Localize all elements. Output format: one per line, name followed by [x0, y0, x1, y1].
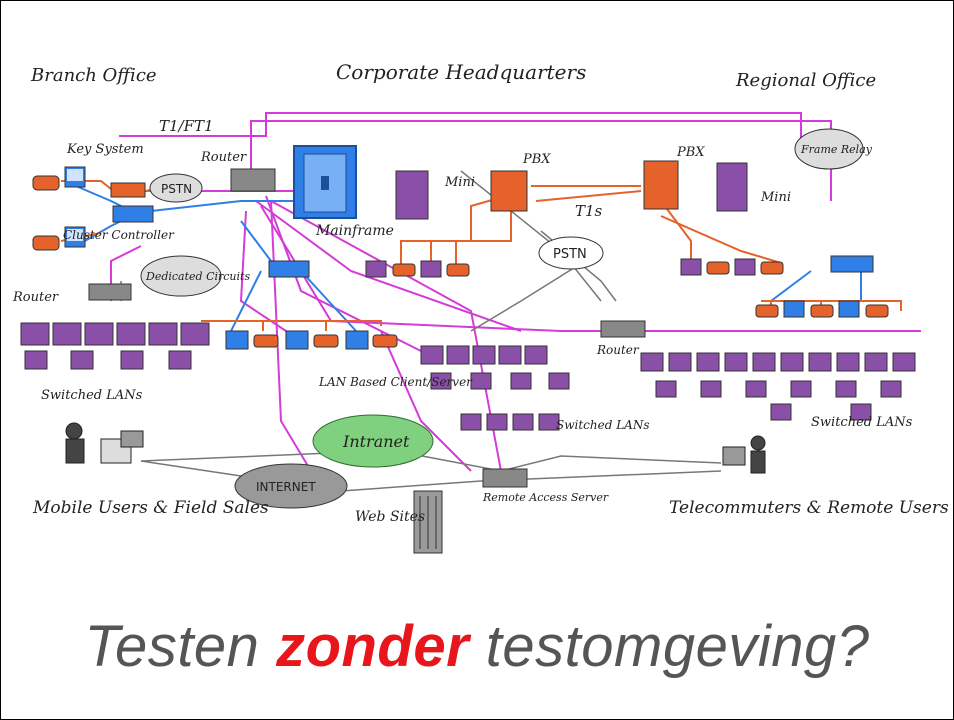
- cloud-dedicated-label: Dedicated Circuits: [145, 270, 250, 283]
- cloud-internet-label: INTERNET: [256, 480, 316, 494]
- header-branch-office: Branch Office: [30, 65, 157, 86]
- lan-hub: [268, 260, 310, 278]
- lan-client-server-devices: [225, 330, 398, 350]
- caption-after: testomgeving?: [469, 614, 870, 679]
- label-mini-regional: Mini: [760, 190, 791, 205]
- label-pbx-hq: PBX: [522, 152, 551, 167]
- router-branch: [88, 283, 132, 301]
- slide-caption: Testen zonder testomgeving?: [1, 613, 953, 680]
- key-system-devices: [32, 166, 86, 251]
- telecommuter-figure: [722, 435, 766, 474]
- cloud-pstn-center-label: PSTN: [553, 247, 587, 262]
- caption-emphasis: zonder: [276, 614, 470, 679]
- label-mainframe: Mainframe: [315, 223, 394, 239]
- branch-workstations: [20, 322, 210, 370]
- label-t1-ft1: T1/FT1: [159, 117, 214, 135]
- label-mobile-users: Mobile Users & Field Sales: [32, 498, 269, 518]
- cloud-pstn-center: PSTN: [538, 236, 604, 270]
- router-hq: [230, 168, 276, 192]
- label-router-branch: Router: [12, 290, 59, 305]
- cloud-intranet: Intranet: [312, 414, 434, 468]
- mini-regional: [716, 162, 748, 212]
- cloud-pstn-branch: PSTN: [149, 173, 203, 203]
- label-lan-client-server: LAN Based Client/Server: [318, 375, 473, 389]
- label-web-sites: Web Sites: [355, 509, 425, 525]
- label-t1s: T1s: [575, 202, 603, 220]
- cloud-dedicated-circuits: Dedicated Circuits: [140, 255, 250, 297]
- pbx-regional: [643, 160, 679, 210]
- web-sites-server: [413, 490, 443, 554]
- regional-hub: [830, 255, 874, 273]
- cloud-internet: INTERNET: [234, 463, 348, 509]
- label-telecommuters: Telecommuters & Remote Users: [669, 498, 949, 518]
- regional-devices: [680, 258, 889, 318]
- label-router-hq: Router: [200, 150, 247, 165]
- mainframe: [293, 145, 357, 219]
- remote-access-server-box: [482, 468, 528, 488]
- mid-workstations: [420, 345, 570, 431]
- pbx-hq: [490, 170, 528, 212]
- cluster-controller-box: [112, 205, 154, 223]
- label-mini-hq: Mini: [444, 175, 475, 190]
- regional-workstations: [640, 352, 916, 421]
- network-diagram: Branch Office Corporate Headquarters Reg…: [12, 60, 949, 554]
- mobile-user-figure: [65, 422, 144, 464]
- label-router-mid: Router: [596, 343, 640, 357]
- cloud-intranet-label: Intranet: [342, 432, 410, 451]
- cloud-frame-relay-label: Frame Relay: [800, 143, 873, 156]
- header-corporate-hq: Corporate Headquarters: [336, 60, 586, 84]
- gray-links: [120, 170, 722, 512]
- hq-devices: [365, 260, 470, 278]
- label-switched-regional: Switched LANs: [811, 415, 913, 430]
- router-mid: [600, 320, 646, 338]
- label-switched-branch: Switched LANs: [41, 388, 143, 403]
- cloud-frame-relay: Frame Relay: [794, 128, 873, 170]
- key-system-box: [110, 182, 146, 198]
- caption-before: Testen: [84, 614, 277, 679]
- mini-hq: [395, 170, 429, 220]
- label-pbx-regional: PBX: [676, 145, 705, 160]
- label-remote-access-server: Remote Access Server: [482, 491, 609, 504]
- cloud-pstn-branch-label: PSTN: [161, 182, 192, 196]
- label-key-system: Key System: [66, 142, 144, 157]
- label-cluster-controller: Cluster Controller: [63, 228, 175, 242]
- label-switched-mid: Switched LANs: [556, 418, 650, 432]
- header-regional-office: Regional Office: [735, 70, 876, 91]
